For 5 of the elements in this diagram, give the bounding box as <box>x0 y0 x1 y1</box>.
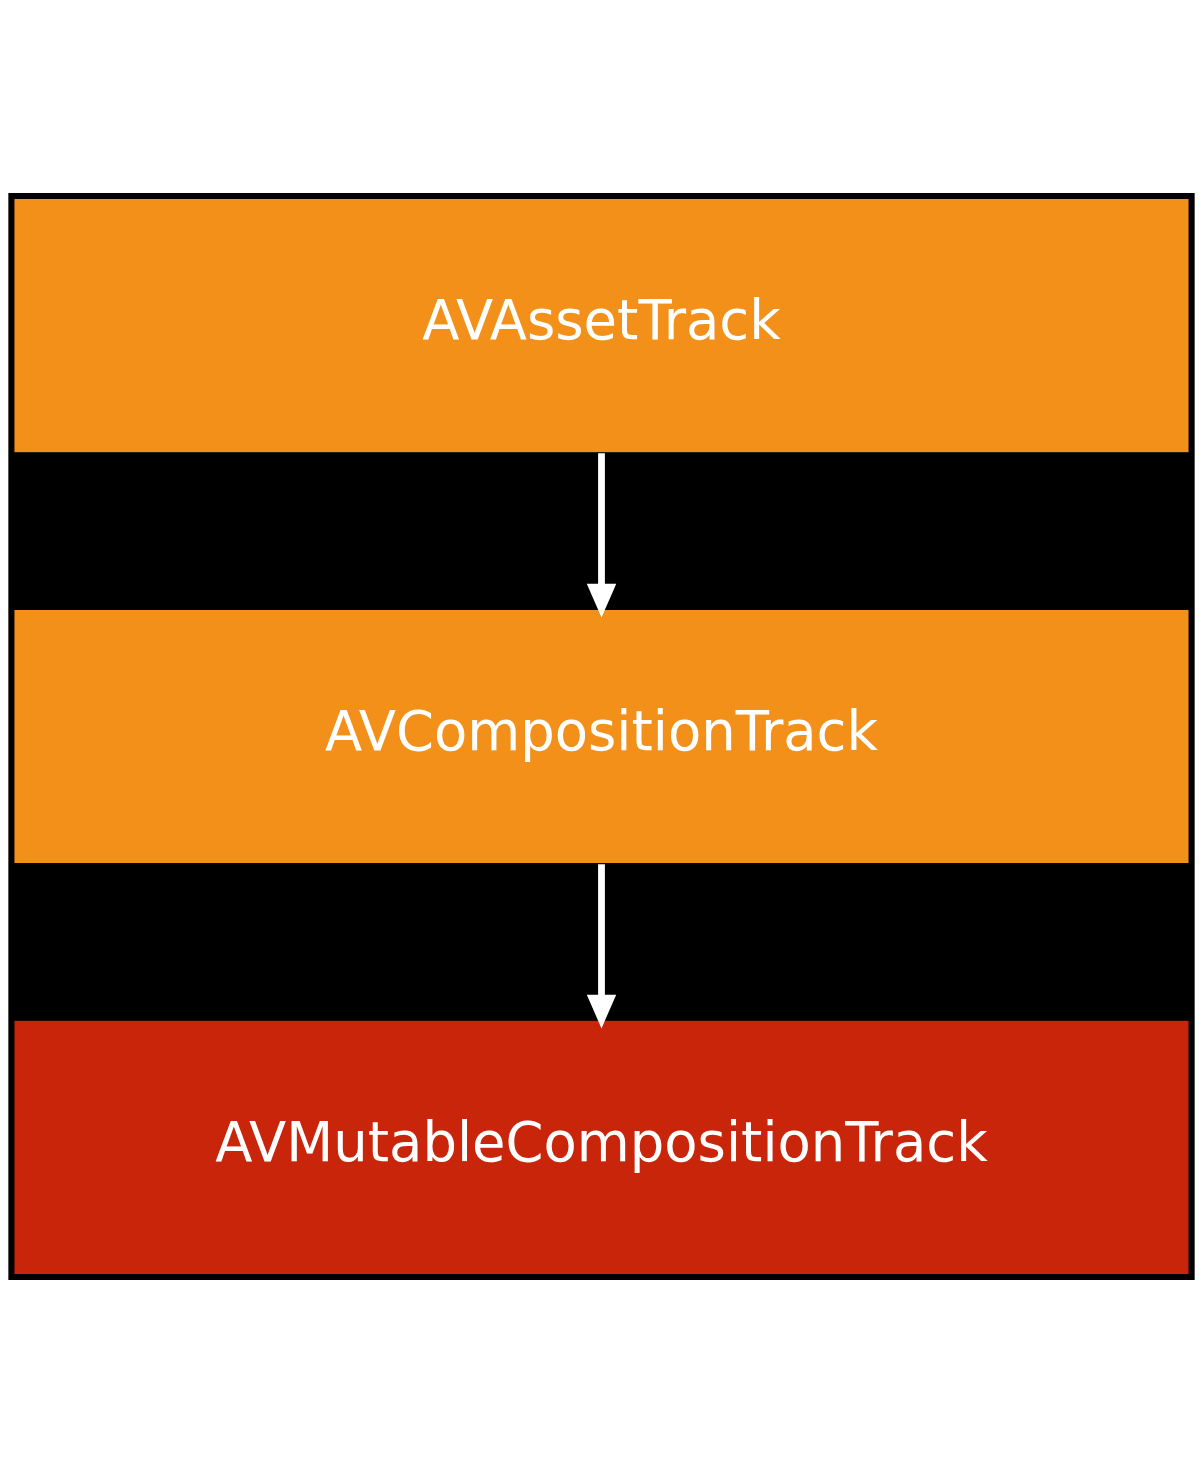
node-box: AVAssetTrack <box>13 197 1190 454</box>
arrow <box>586 864 617 1029</box>
arrow <box>586 453 617 618</box>
node-box: AVMutableCompositionTrack <box>13 1019 1190 1276</box>
node-box: AVCompositionTrack <box>13 608 1190 865</box>
